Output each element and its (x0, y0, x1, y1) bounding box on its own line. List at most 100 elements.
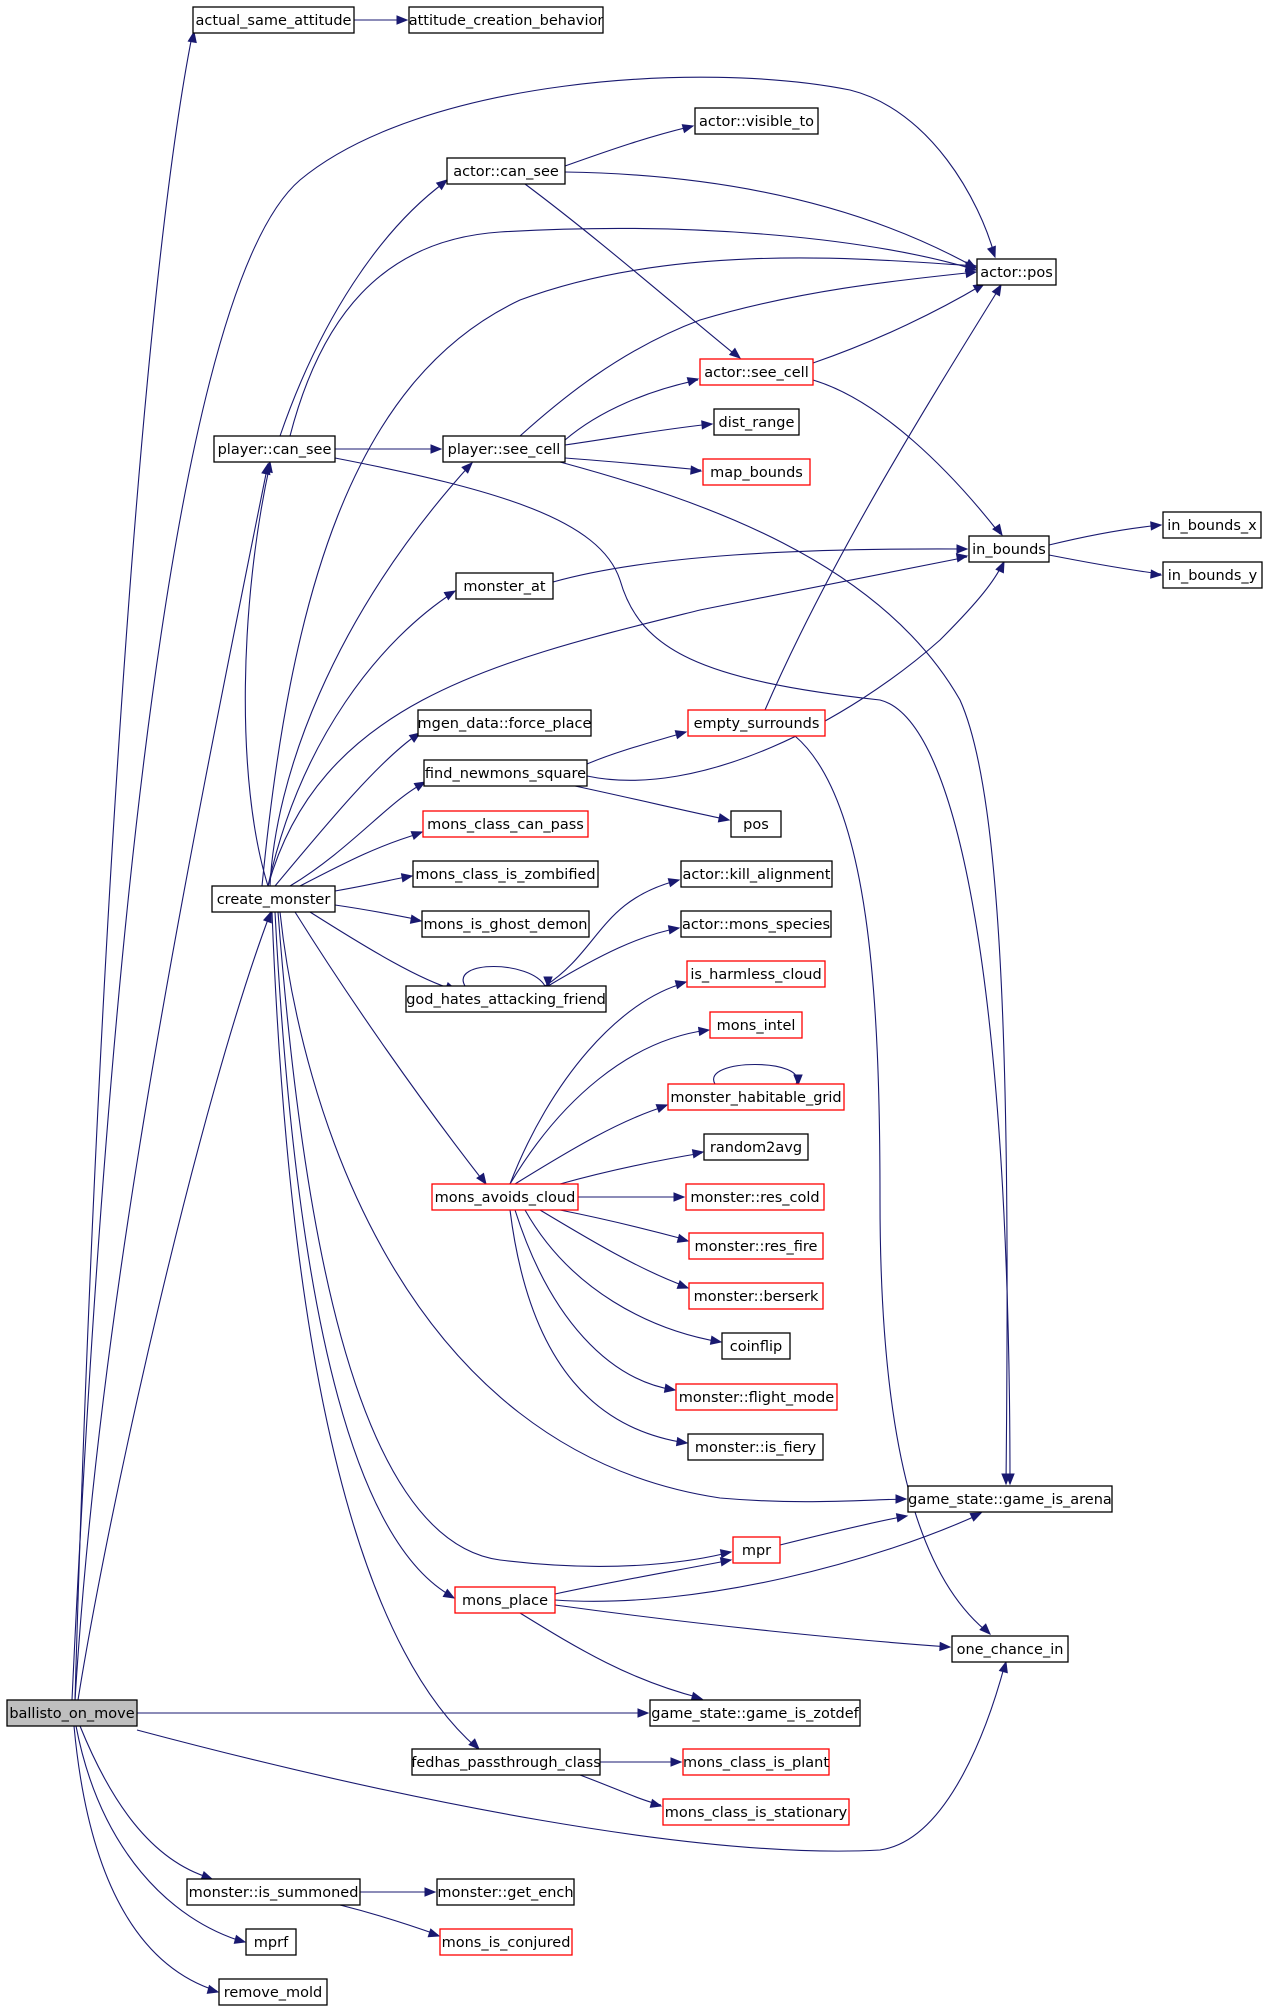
node-label: mons_avoids_cloud (435, 1190, 576, 1206)
node-game-is-arena[interactable]: game_state::game_is_arena (907, 1485, 1113, 1513)
node-one-chance-in[interactable]: one_chance_in (951, 1635, 1069, 1663)
edge-mons_place-to-game_is_zotdef (519, 1612, 704, 1701)
node-actor-kill-alignment[interactable]: actor::kill_alignment (680, 860, 833, 888)
edge-arrowhead (468, 1738, 480, 1750)
edge-create_monster-to-mons_place (274, 911, 456, 1599)
node-mprf[interactable]: mprf (245, 1928, 297, 1956)
node-actual-same-attitude[interactable]: actual_same_attitude (192, 6, 355, 34)
node-monster-res-fire[interactable]: monster::res_fire (688, 1232, 824, 1260)
node-mpr[interactable]: mpr (732, 1536, 781, 1564)
node-box (688, 1282, 824, 1310)
edge-arrowhead (728, 347, 742, 359)
edge-arrowhead (413, 781, 427, 792)
edge-line (554, 1513, 981, 1602)
node-empty-surrounds[interactable]: empty_surrounds (687, 709, 826, 737)
node-label: mons_class_is_stationary (665, 1805, 848, 1821)
edge-line (554, 1604, 951, 1648)
node-label: one_chance_in (957, 1642, 1064, 1658)
node-monster-berserk[interactable]: monster::berserk (688, 1282, 824, 1310)
node-monster-flight-mode[interactable]: monster::flight_mode (675, 1383, 838, 1411)
node-mons-is-ghost-demon[interactable]: mons_is_ghost_demon (421, 910, 590, 938)
node-dist-range[interactable]: dist_range (713, 408, 800, 436)
node-monster-is-fiery[interactable]: monster::is_fiery (687, 1433, 824, 1461)
node-mons-intel[interactable]: mons_intel (709, 1011, 803, 1039)
edge-arrowhead (793, 1074, 803, 1087)
node-mons-class-is-zombified[interactable]: mons_class_is_zombified (412, 860, 599, 888)
edge-line (289, 227, 977, 437)
node-label: fedhas_passthrough_class (411, 1755, 601, 1771)
edge-line (277, 911, 732, 1567)
node-box (730, 810, 782, 838)
node-actor-mons-species[interactable]: actor::mons_species (680, 910, 832, 938)
edge-mons_avoids_cloud-to-is_harmless_cloud (509, 980, 688, 1185)
node-find-newmons-square[interactable]: find_newmons_square (423, 759, 588, 787)
node-map-bounds[interactable]: map_bounds (702, 458, 811, 486)
node-mgen-force-place[interactable]: mgen_data::force_place (417, 709, 592, 737)
node-box (685, 1183, 825, 1211)
edge-actor_can_see-to-actor_visible_to (564, 124, 695, 167)
edge-line (71, 76, 996, 1701)
node-attitude-creation-behavior[interactable]: attitude_creation_behavior (408, 6, 604, 34)
node-actor-see-cell[interactable]: actor::see_cell (699, 358, 814, 386)
node-box (1162, 511, 1262, 539)
node-mons-avoids-cloud[interactable]: mons_avoids_cloud (431, 1183, 579, 1211)
edge-arrowhead (955, 553, 969, 563)
node-coinflip[interactable]: coinflip (721, 1332, 791, 1360)
node-mons-place[interactable]: mons_place (454, 1586, 556, 1614)
node-label: random2avg (710, 1140, 802, 1156)
node-label: actor::pos (980, 265, 1053, 281)
node-label: in_bounds (972, 542, 1046, 558)
node-label: god_hates_attacking_friend (406, 992, 606, 1008)
node-pos[interactable]: pos (730, 810, 782, 838)
node-game-is-zotdef[interactable]: game_state::game_is_zotdef (649, 1699, 861, 1727)
node-mons-class-is-plant[interactable]: mons_class_is_plant (682, 1748, 830, 1776)
node-label: monster::get_ench (437, 1885, 573, 1901)
edge-create_monster-to-mons_is_ghost_demon (334, 904, 423, 924)
node-actor-can-see[interactable]: actor::can_see (446, 157, 566, 185)
node-monster-get-ench[interactable]: monster::get_ench (436, 1878, 575, 1906)
node-label: dist_range (719, 415, 795, 431)
node-actor-pos[interactable]: actor::pos (976, 258, 1057, 286)
node-ballisto-on-move[interactable]: ballisto_on_move (6, 1699, 138, 1727)
edge-arrowhead (691, 1149, 705, 1159)
node-is-harmless-cloud[interactable]: is_harmless_cloud (686, 960, 826, 988)
node-in-bounds-x[interactable]: in_bounds_x (1162, 511, 1262, 539)
edge-find_newmons_square-to-in_bounds (586, 560, 1005, 781)
node-mons-class-is-stationary[interactable]: mons_class_is_stationary (662, 1798, 850, 1826)
node-monster-res-cold[interactable]: monster::res_cold (685, 1183, 825, 1211)
node-in-bounds-y[interactable]: in_bounds_y (1162, 561, 1263, 589)
edge-line (299, 832, 422, 887)
edge-arrowhead (964, 268, 978, 279)
node-monster-at[interactable]: monster_at (455, 572, 554, 600)
node-monster-is-summoned[interactable]: monster::is_summoned (186, 1878, 361, 1906)
edge-mons_avoids_cloud-to-monster_is_fiery (509, 1209, 689, 1447)
node-create-monster[interactable]: create_monster (211, 885, 336, 913)
node-label: mons_class_can_pass (427, 817, 584, 833)
node-player-see-cell[interactable]: player::see_cell (442, 435, 566, 463)
node-player-can-see[interactable]: player::can_see (213, 435, 336, 463)
edge-line (79, 1725, 211, 1879)
edge-arrowhead (675, 1436, 689, 1447)
edge-monster_at-to-in_bounds (552, 544, 969, 583)
edge-line (514, 1105, 667, 1185)
node-mons-is-conjured[interactable]: mons_is_conjured (439, 1928, 573, 1956)
node-fedhas-passthrough-class[interactable]: fedhas_passthrough_class (411, 1748, 601, 1776)
node-random2avg[interactable]: random2avg (703, 1133, 809, 1161)
node-god-hates-attacking-friend[interactable]: god_hates_attacking_friend (405, 985, 607, 1013)
node-actor-visible-to[interactable]: actor::visible_to (694, 107, 819, 135)
edge-find_newmons_square-to-empty_surrounds (586, 730, 688, 765)
node-remove-mold[interactable]: remove_mold (218, 1978, 328, 2006)
edge-line (579, 1774, 662, 1806)
node-box (192, 6, 355, 34)
edge-arrowhead (670, 1757, 683, 1767)
node-box (422, 810, 589, 838)
node-box (439, 1928, 573, 1956)
edge-line (73, 1725, 218, 1992)
node-box (702, 458, 811, 486)
edge-mons_avoids_cloud-to-monster_res_cold (578, 1192, 686, 1202)
node-mons-class-can-pass[interactable]: mons_class_can_pass (422, 810, 589, 838)
node-monster-habitable-grid[interactable]: monster_habitable_grid (667, 1083, 845, 1111)
node-in-bounds[interactable]: in_bounds (968, 535, 1050, 563)
edge-god_hates_attacking_friend-to-actor_mons_species (547, 925, 681, 987)
